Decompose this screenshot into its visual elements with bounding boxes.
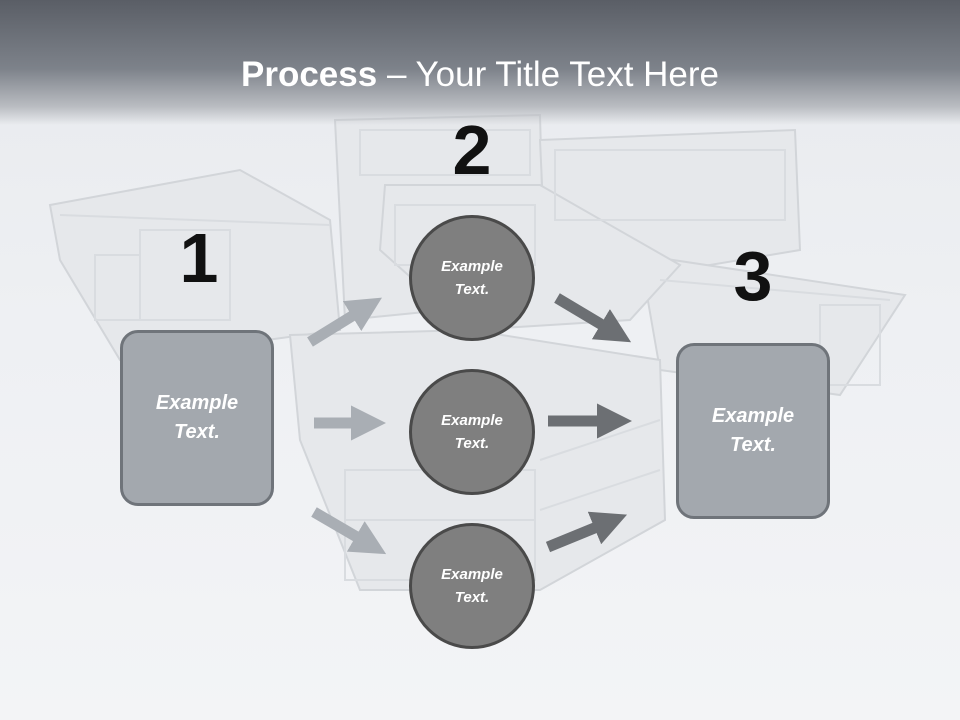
step-number-3: 3 xyxy=(733,237,773,315)
circle-text: Example Text. xyxy=(441,566,503,606)
slide-title: Process – Your Title Text Here xyxy=(0,50,960,100)
step-3-box: Example Text. xyxy=(676,343,830,519)
step-number-2: 2 xyxy=(452,111,492,189)
step-3-box-text: Example Text. xyxy=(711,405,795,456)
circle-text: Example Text. xyxy=(441,258,503,298)
step-2-circle-top: Example Text. xyxy=(409,215,535,341)
circle-text: Example Text. xyxy=(441,412,503,452)
step-1-box-text: Example Text. xyxy=(155,392,239,443)
arrow-2-to-3-bottom xyxy=(545,511,628,553)
arrow-1-to-2-bottom xyxy=(311,507,387,555)
title-bold: Process xyxy=(241,55,378,94)
step-number-1: 1 xyxy=(179,219,219,297)
arrow-2-to-3-top xyxy=(554,293,632,343)
step-2-circle-middle: Example Text. xyxy=(409,369,535,495)
arrow-1-to-2-top xyxy=(307,297,382,347)
header-band xyxy=(0,0,960,125)
step-1-box: Example Text. xyxy=(120,330,274,506)
step-2-circle-bottom: Example Text. xyxy=(409,523,535,649)
title-rest: – Your Title Text Here xyxy=(377,55,719,94)
